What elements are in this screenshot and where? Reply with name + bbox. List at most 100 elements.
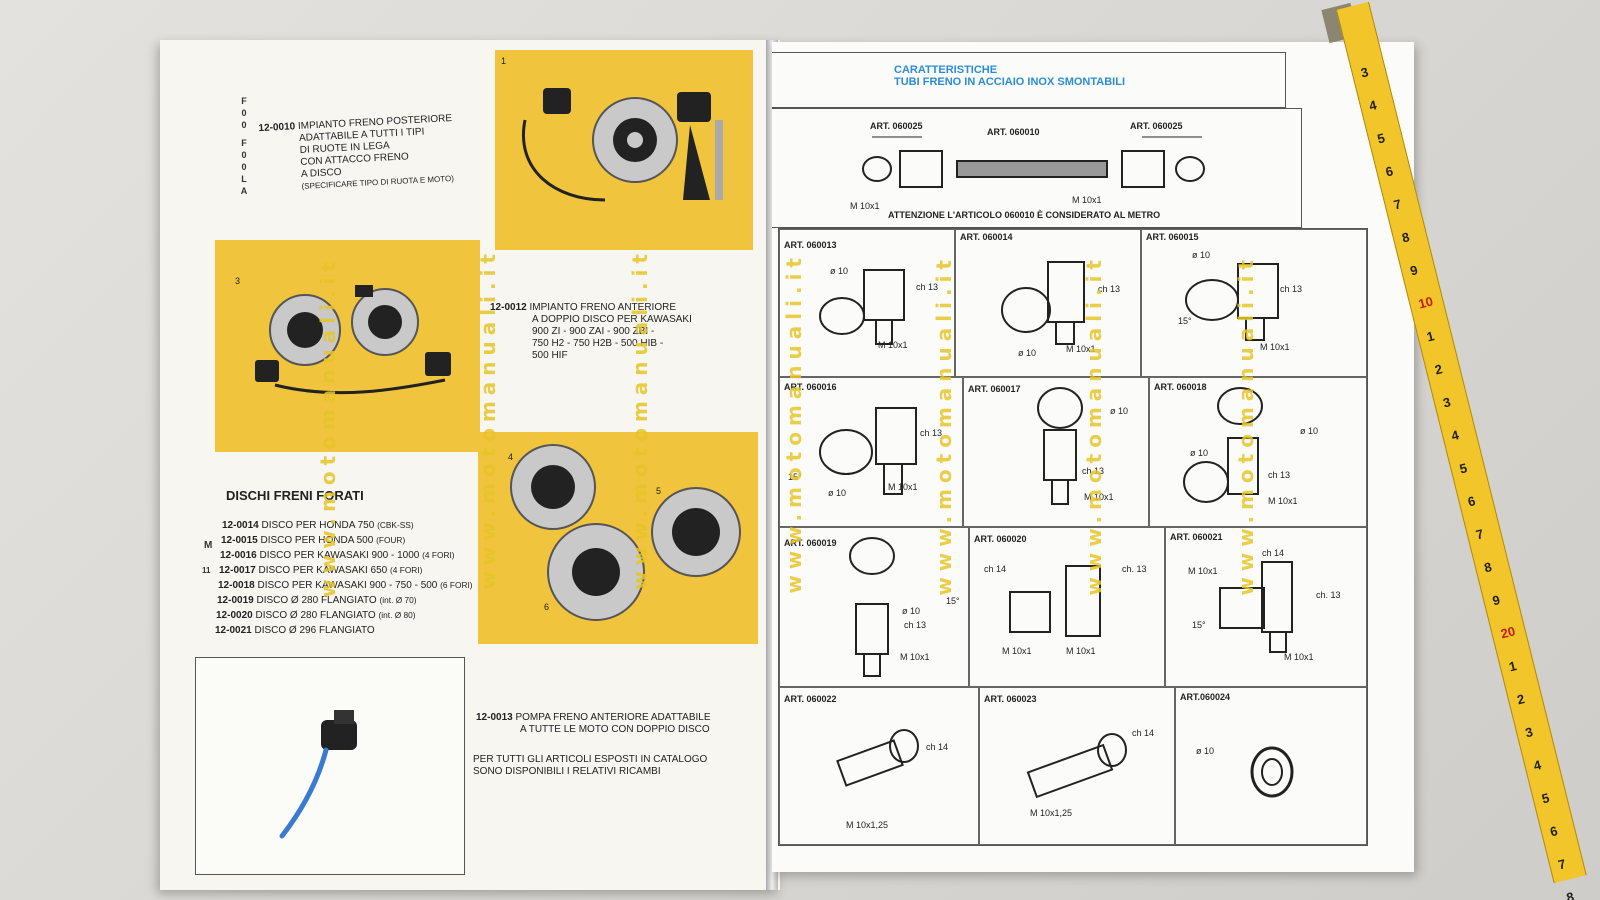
fitting-dim: M 10x1,25 [846, 820, 889, 830]
tape-number: 6 [1466, 493, 1477, 510]
fitting-dim: ch 14 [1132, 728, 1155, 738]
disc-note: (4 FORI) [422, 550, 455, 560]
spare-parts-note: PER TUTTI GLI ARTICOLI ESPOSTI IN CATALO… [473, 754, 707, 778]
disc-list: 12-0014 DISCO PER HONDA 750 (CBK-SS) 12-… [214, 518, 473, 638]
tape-number: 6 [1383, 163, 1395, 180]
disc-note: (FOUR) [376, 535, 406, 545]
fitting-cell: ART. 060015 ø 10 ch 13 15° M 10x1 [1141, 229, 1367, 377]
note-line: PER TUTTI GLI ARTICOLI ESPOSTI IN CATALO… [473, 754, 708, 765]
watermark: www.motomanuali.it [476, 248, 500, 590]
side-letter: 0 [241, 108, 247, 118]
disc-text: DISCO PER KAWASAKI 900 - 1000 [259, 550, 420, 561]
fitting-dim: ch 14 [1262, 548, 1285, 558]
tape-number: 1 [1507, 658, 1518, 675]
tape-number: 3 [1441, 394, 1453, 411]
fitting-article: ART. 060015 [1146, 232, 1199, 242]
side-mark: M [204, 540, 213, 551]
disc-item: 12-0016 DISCO PER KAWASAKI 900 - 1000 (4… [214, 548, 473, 563]
disc-code: 12-0019 [217, 595, 254, 606]
banjo-bolt-drawing [836, 729, 919, 787]
photo-number: 4 [508, 452, 514, 462]
fitting-dim: M 10x1 [1284, 652, 1314, 662]
disc-text: DISCO Ø 280 FLANGIATO [255, 610, 376, 621]
item-line: A TUTTE LE MOTO CON DOPPIO DISCO [520, 724, 710, 735]
tape-number: 2 [1515, 691, 1527, 708]
tape-number: 20 [1499, 623, 1517, 642]
watermark: www.motomanuali.it [628, 248, 652, 590]
item-line: 500 HIF [532, 350, 568, 361]
title-frame [772, 52, 1286, 108]
disc-note: (CBK-SS) [377, 520, 414, 530]
banjo-fitting-drawing [1185, 263, 1279, 341]
disc-code: 12-0018 [218, 580, 255, 591]
fitting-cell: ART. 060013 ø 10 ch 13 M 10x1 [779, 229, 955, 377]
fittings-grid: ART. 060013 ø 10 ch 13 M 10x1 ART. 06001… [778, 228, 1368, 846]
item-line: 750 H2 - 750 H2B - 500 HIB - [532, 338, 664, 349]
fitting-dim: ch 14 [984, 564, 1007, 574]
fitting-dim: ch 13 [920, 428, 943, 438]
fitting-article: ART. 060023 [984, 694, 1037, 704]
fitting-dim: M 10x1 [1002, 646, 1032, 656]
fitting-dim: M 10x1 [1188, 566, 1218, 576]
fitting-cell: ART. 060022 ch 14 M 10x1,25 [779, 687, 979, 845]
side-letter: 0 [241, 150, 247, 160]
fitting-dim: 15° [788, 472, 802, 482]
side-letter: 0 [241, 120, 247, 130]
fitting-dim: ø 10 [1018, 348, 1037, 358]
fitting-article: ART. 060021 [1170, 532, 1223, 542]
washer-drawing [1250, 746, 1294, 798]
disc-text: DISCO Ø 280 FLANGIATO [256, 595, 377, 606]
fitting-dim: M 10x1 [1260, 342, 1290, 352]
item-12-0010-description: 12-0010 IMPIANTO FRENO POSTERIORE ADATTA… [258, 113, 455, 195]
photo-number: 5 [656, 486, 662, 496]
disc-item: 12-0020 DISCO Ø 280 FLANGIATO (int. Ø 80… [214, 608, 473, 623]
banjo-fitting-drawing [1183, 387, 1263, 503]
banjo-fitting-drawing [1001, 261, 1085, 345]
brake-pump-photo-frame [195, 657, 465, 875]
fitting-cell: ART. 060021 ch 14 M 10x1 ch. 13 15° M 10… [1165, 527, 1367, 687]
fitting-dim: M 10x1 [1084, 492, 1114, 502]
disc-code: 12-0017 [219, 565, 256, 576]
item-line: IMPIANTO FRENO ANTERIORE [529, 302, 676, 313]
tape-number: 3 [1523, 724, 1535, 741]
fitting-article: ART. 060014 [960, 232, 1013, 242]
item-line: A DOPPIO DISCO PER KAWASAKI [532, 314, 692, 325]
fitting-dim: M 10x1 [1066, 344, 1096, 354]
catalog-right-page: CARATTERISTICHE TUBI FRENO IN ACCIAIO IN… [772, 42, 1414, 872]
watermark: www.motomanuali.it [1234, 254, 1258, 596]
fitting-dim: ch 13 [916, 282, 939, 292]
side-mark: 11 [202, 566, 211, 575]
disc-code: 12-0021 [215, 625, 252, 636]
disc-code: 12-0020 [216, 610, 253, 621]
right-page-title: CARATTERISTICHE TUBI FRENO IN ACCIAIO IN… [894, 64, 1125, 88]
hose-label-left: ART. 060025 [870, 121, 923, 131]
discs-section-title: DISCHI FRENI FORATI [226, 488, 364, 503]
item-line: 900 ZI - 900 ZAI - 900 ZBI - [532, 326, 655, 337]
fitting-dim: 15° [1192, 620, 1206, 630]
banjo-bolt-drawing [1026, 733, 1127, 799]
fitting-dim: 15° [946, 596, 960, 606]
tape-number: 3 [1359, 64, 1370, 81]
banjo-fitting-drawing [819, 407, 917, 495]
disc-item: 12-0017 DISCO PER KAWASAKI 650 (4 FORI) [214, 563, 473, 578]
rear-brake-kit-illustration [522, 88, 723, 202]
fitting-dim: M 10x1 [900, 652, 930, 662]
tape-number: 6 [1548, 823, 1560, 840]
title-line: CARATTERISTICHE [894, 64, 998, 76]
fitting-dim: ch 13 [904, 620, 927, 630]
banjo-fitting-drawing [849, 537, 895, 677]
fitting-dim: ø 10 [1300, 426, 1319, 436]
fitting-dim: ch 14 [926, 742, 949, 752]
tape-number: 5 [1375, 130, 1387, 147]
tape-number: 5 [1540, 790, 1551, 807]
side-letters: F 0 0 F 0 0 L A [238, 95, 250, 197]
fitting-dim: M 10x1,25 [1030, 808, 1073, 818]
fitting-dim: ø 10 [828, 488, 847, 498]
watermark: www.motomanuali.it [932, 254, 956, 596]
tape-number: 9 [1408, 262, 1420, 279]
fitting-dim: ø 10 [1190, 448, 1209, 458]
tape-number: 1 [1425, 328, 1436, 345]
side-letter: F [241, 96, 247, 106]
disc-code: 12-0015 [221, 535, 258, 546]
disc-text: DISCO Ø 296 FLANGIATO [254, 625, 375, 636]
